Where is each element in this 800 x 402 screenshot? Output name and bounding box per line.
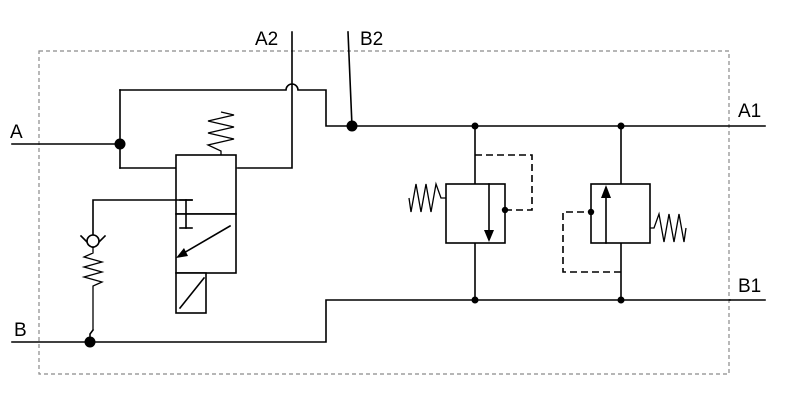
port-b-line [11,299,731,343]
relief1-top-junction [471,122,479,130]
relief2-pilot-dot [587,208,595,216]
valve-flow-arrow [180,224,232,256]
relief1-bottom-junction [471,296,479,304]
relief1-pilot-dot [501,206,509,214]
relief2-pilot-line [562,211,621,273]
junction-a [114,138,126,150]
port-label-b: B [14,320,27,341]
valve-flow-arrowhead [176,248,188,258]
port-label-a: A [10,122,23,143]
junction-b2 [346,120,358,132]
port-b2-line [347,31,353,127]
check-valve-seat-icon [79,234,107,250]
directional-valve-upper-box [175,154,237,215]
relief-valve-b1-to-a1 [562,122,687,304]
relief-valve-a1-to-b1 [408,122,533,304]
solenoid-coil-icon [178,276,206,310]
relief1-arrowhead [484,230,494,242]
relief2-arrowhead [601,185,611,198]
check-valve-spring-icon [81,249,105,330]
relief1-valve-box [445,183,506,244]
manifold-boundary [38,50,730,375]
relief2-spring-icon [650,211,687,243]
port-label-b1: B1 [738,276,761,297]
loop-top-line [119,83,353,127]
directional-valve-lower-box [175,213,237,274]
port-label-a2: A2 [255,29,278,50]
relief2-top-junction [617,122,625,130]
check-valve-ball-icon [86,234,100,248]
relief2-bottom-junction [617,296,625,304]
port-label-a1: A1 [738,101,761,122]
relief1-spring-icon [408,181,446,213]
left-circuit [11,31,731,348]
pilot-line [92,199,193,237]
port-label-b2: B2 [360,29,383,50]
valve-spring-icon [206,111,235,155]
port-a2-line [237,31,293,169]
relief1-pilot-line [475,154,533,211]
junction-b [84,336,96,348]
relief2-valve-box [590,183,651,244]
